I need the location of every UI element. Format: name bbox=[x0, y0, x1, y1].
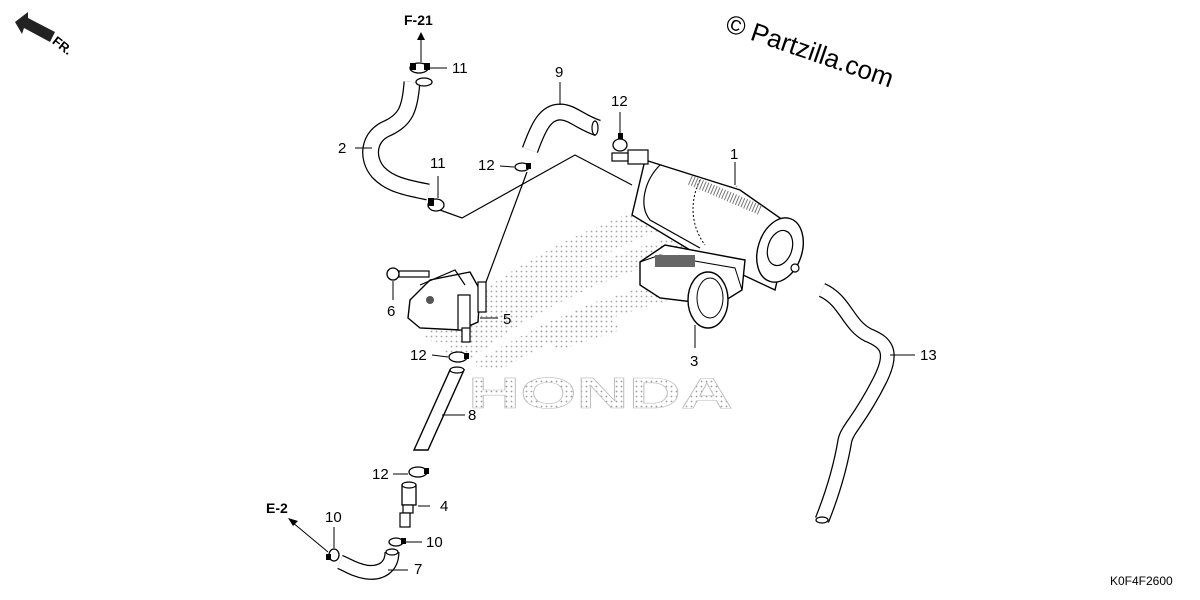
callout-12-mid: 12 bbox=[410, 347, 427, 364]
honda-logo-text: HONDA bbox=[468, 369, 733, 418]
callout-12-left: 12 bbox=[478, 157, 495, 174]
ref-f21: F-21 bbox=[404, 12, 433, 28]
callout-10-left: 10 bbox=[325, 509, 342, 526]
callout-11-top: 11 bbox=[452, 60, 468, 77]
front-arrow-icon bbox=[15, 12, 55, 42]
callout-12-low: 12 bbox=[372, 466, 389, 483]
callout-8: 8 bbox=[468, 407, 477, 424]
leader-12-left bbox=[499, 165, 515, 168]
bolt-part-6 bbox=[386, 267, 430, 281]
valve-part-5 bbox=[407, 269, 487, 343]
clamp-part-12-left bbox=[514, 162, 531, 172]
callout-6: 6 bbox=[387, 303, 396, 320]
joint-part-4 bbox=[399, 481, 417, 528]
e2-arrow bbox=[288, 518, 329, 553]
callout-2: 2 bbox=[338, 140, 347, 157]
callout-3: 3 bbox=[690, 353, 699, 370]
canister-part-1 bbox=[611, 149, 804, 292]
clamp-part-12-upper bbox=[612, 133, 628, 152]
vent-tube-line bbox=[485, 171, 528, 283]
clamp-part-10-right bbox=[388, 537, 406, 547]
tube-part-8 bbox=[412, 366, 466, 451]
hose-part-9 bbox=[522, 103, 601, 153]
callout-5: 5 bbox=[503, 311, 512, 328]
callout-12-top: 12 bbox=[611, 93, 628, 110]
leader-12-mid bbox=[431, 354, 449, 358]
callout-9: 9 bbox=[555, 64, 564, 81]
callout-10-right: 10 bbox=[426, 534, 443, 551]
callout-13: 13 bbox=[920, 347, 937, 364]
hose-part-13 bbox=[815, 283, 895, 524]
callout-1: 1 bbox=[730, 146, 739, 163]
hose-part-2 bbox=[362, 77, 433, 201]
f21-arrow bbox=[417, 32, 425, 62]
clamp-part-11-lower bbox=[427, 198, 445, 212]
clamp-part-12-lower bbox=[408, 466, 429, 478]
clamp-part-10-left bbox=[326, 548, 340, 562]
callout-7: 7 bbox=[414, 561, 423, 578]
hose-part-7 bbox=[337, 548, 400, 580]
clamp-part-12-middle bbox=[448, 351, 469, 363]
clamp-part-11-top bbox=[409, 62, 430, 74]
bracket-part-3 bbox=[639, 244, 746, 329]
hose-routing-line bbox=[439, 154, 633, 219]
ref-e2: E-2 bbox=[266, 500, 288, 516]
callout-4: 4 bbox=[440, 498, 449, 515]
callout-11-low: 11 bbox=[430, 155, 446, 172]
diagram-code: K0F4F2600 bbox=[1110, 574, 1173, 588]
